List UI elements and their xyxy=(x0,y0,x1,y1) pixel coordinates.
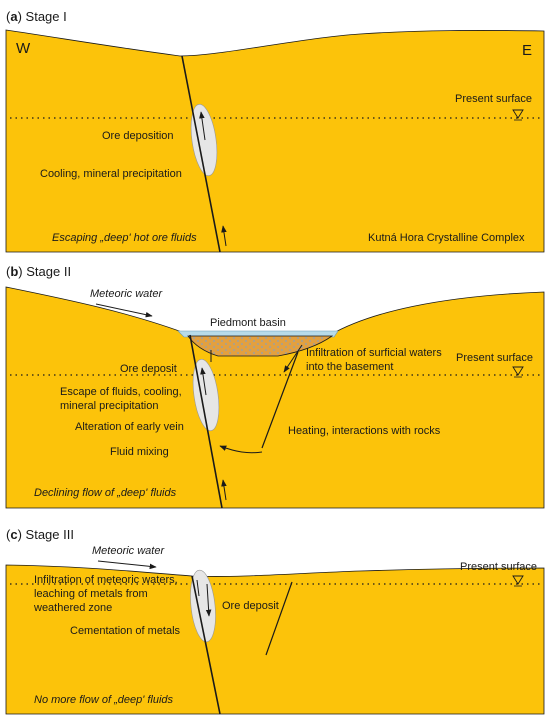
present-surface-label: Present surface xyxy=(456,352,533,364)
infiltration-arrow xyxy=(283,344,303,373)
infiltration-label-1: Infiltration of surficial waters xyxy=(306,347,442,359)
stage-a-rock-body xyxy=(5,29,545,253)
upflow-arrow xyxy=(200,367,207,396)
downflow-arrow xyxy=(205,583,212,617)
crystalline-complex-label: Kutná Hora Crystalline Complex xyxy=(368,232,525,244)
upflow-arrow xyxy=(221,479,227,501)
infiltration-label-3: weathered zone xyxy=(33,602,112,614)
basin-sediment xyxy=(187,335,334,357)
ore-vein xyxy=(190,104,218,176)
upflow-arrow xyxy=(221,225,227,247)
declining-flow-label: Declining flow of „deep' fluids xyxy=(34,487,177,499)
mixing-arrow xyxy=(219,445,263,454)
second-fault-line xyxy=(265,581,293,656)
water-table-icon xyxy=(512,575,524,585)
no-more-flow-label: No more flow of „deep' fluids xyxy=(34,694,174,706)
ore-deposit-label: Ore deposit xyxy=(222,600,279,612)
heating-label: Heating, interactions with rocks xyxy=(288,425,441,437)
east-label: E xyxy=(522,42,532,59)
fault-line xyxy=(181,55,221,253)
water-table-icon xyxy=(512,109,524,119)
ore-deposition-label: Ore deposition xyxy=(102,130,174,142)
stage-b-title: (b) Stage II xyxy=(6,264,71,279)
ore-deposit-label: Ore deposit xyxy=(120,363,177,375)
cooling-label: Cooling, mineral precipitation xyxy=(40,168,182,180)
escape-label-1: Escape of fluids, cooling, xyxy=(60,386,182,398)
meteoric-water-label: Meteoric water xyxy=(90,288,163,300)
infiltration-label-1: Infiltration of meteoric waters, xyxy=(34,574,178,586)
cementation-label: Cementation of metals xyxy=(70,625,181,637)
meteoric-arrow xyxy=(95,303,153,318)
infiltration-label-2: leaching of metals from xyxy=(34,588,148,600)
alteration-label: Alteration of early vein xyxy=(75,421,184,433)
stage-a-title: (a) Stage I xyxy=(6,9,67,24)
present-surface-label: Present surface xyxy=(455,93,532,105)
piedmont-basin-label: Piedmont basin xyxy=(210,317,286,329)
fault-line xyxy=(191,575,221,715)
stage-c-rock-body xyxy=(5,564,545,715)
infiltration-fault-line xyxy=(261,351,299,449)
fluid-mixing-label: Fluid mixing xyxy=(110,446,169,458)
small-flow-arrow xyxy=(196,579,200,597)
stage-a-panel: (a) Stage I W E Present surface Ore depo… xyxy=(5,9,545,253)
infiltration-label-2: into the basement xyxy=(306,361,393,373)
escaping-fluids-label: Escaping „deep' hot ore fluids xyxy=(52,232,197,244)
escape-label-2: mineral precipitation xyxy=(60,400,158,412)
fault-line xyxy=(189,334,223,509)
west-label: W xyxy=(16,40,31,57)
basin-water xyxy=(177,330,339,338)
meteoric-arrow xyxy=(97,560,157,570)
ore-vein xyxy=(190,569,216,643)
present-surface-label: Present surface xyxy=(460,561,537,573)
water-table-icon xyxy=(512,366,524,376)
stage-c-panel: (c) Stage III Meteoric water Present sur… xyxy=(5,527,545,715)
stage-c-title: (c) Stage III xyxy=(6,527,74,542)
upflow-arrow xyxy=(199,111,206,141)
stage-b-panel: (b) Stage II Meteoric water Piedmont bas… xyxy=(5,264,545,509)
meteoric-water-label: Meteoric water xyxy=(92,545,165,557)
